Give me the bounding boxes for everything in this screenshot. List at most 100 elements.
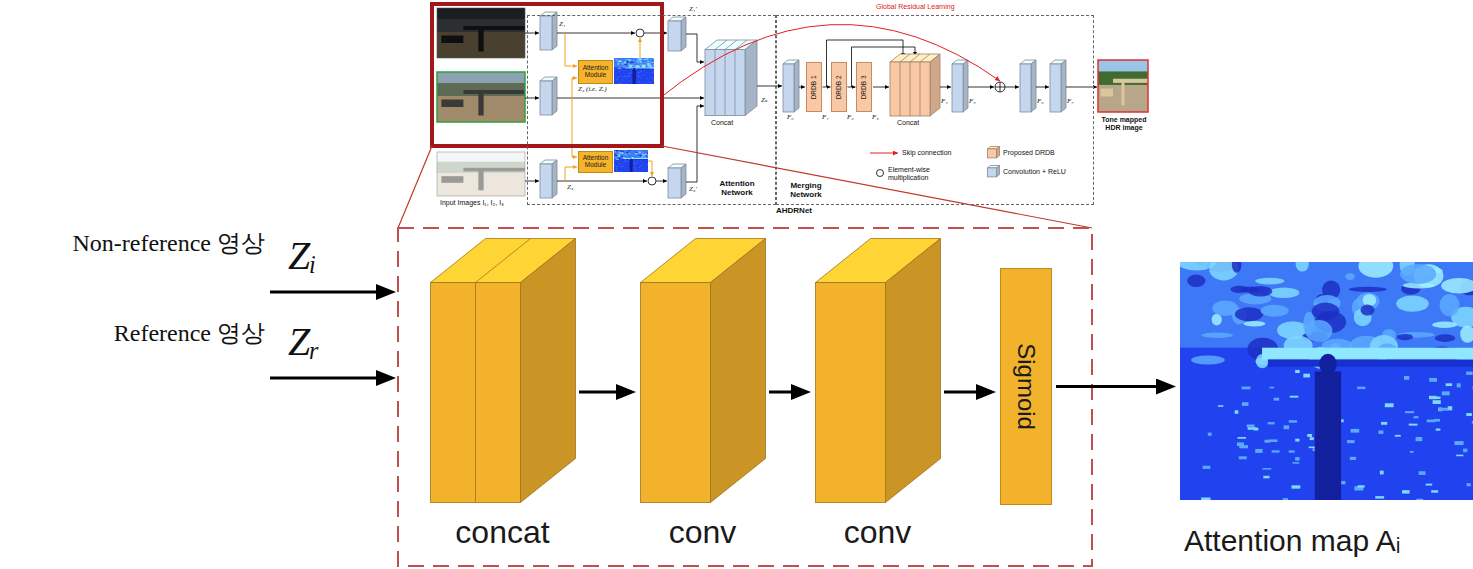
- heat-speck: [634, 163, 635, 164]
- box-front: [668, 21, 681, 51]
- heat-blob: [647, 63, 651, 64]
- heat-speck: [1472, 421, 1473, 424]
- heat-speck: [638, 81, 640, 82]
- attention-input: [572, 78, 577, 98]
- photo-roof: [463, 168, 525, 172]
- heat-blob: [643, 155, 645, 157]
- heat-blob: [633, 59, 635, 61]
- heat-speck: [639, 170, 641, 171]
- heat-speck: [616, 170, 618, 171]
- heat-speck: [646, 163, 648, 164]
- photo-roof: [1113, 79, 1148, 83]
- heat-blob: [641, 151, 642, 153]
- heat-speck: [635, 163, 637, 164]
- label-box: F₁: [822, 114, 829, 122]
- conv-block: [540, 77, 557, 115]
- block-shape: [430, 238, 575, 503]
- box-front: [540, 16, 552, 50]
- heat-blob: [645, 62, 648, 63]
- feature-name: F₂: [847, 113, 854, 121]
- heat-blob: [627, 60, 629, 62]
- heat-speck: [623, 165, 625, 166]
- wire: [557, 181, 647, 182]
- heat-speck: [618, 83, 620, 84]
- box-side: [930, 54, 940, 116]
- label-box: Non-reference 영상: [72, 230, 265, 256]
- heat-speck: [621, 70, 623, 71]
- slice-line: [735, 40, 747, 116]
- heat-speck: [1208, 433, 1212, 436]
- signal-name: Zᵣ: [288, 319, 320, 364]
- heat-speck: [626, 161, 628, 162]
- heat-blob: [615, 59, 618, 61]
- label-box: Z₃: [567, 184, 573, 192]
- heat-speck: [628, 81, 630, 82]
- heat-blob: [617, 154, 619, 155]
- input-arrow: [525, 33, 539, 34]
- heat-head: [1319, 354, 1337, 375]
- heat-speck: [1466, 372, 1472, 375]
- photo-border: [437, 8, 525, 58]
- heat-speck: [620, 74, 622, 75]
- label-box: Z₃': [689, 186, 697, 194]
- box-front: [540, 164, 552, 198]
- photo-roof: [463, 90, 525, 94]
- heat-blob: [1232, 262, 1242, 273]
- heat-person: [632, 70, 636, 84]
- heat-speck: [618, 166, 620, 167]
- heat-speck: [639, 78, 641, 79]
- input-caption: Input Images I₁, I₂, I₃: [440, 199, 504, 206]
- signal-name: Zᵢ: [288, 233, 317, 278]
- heat-blob: [637, 151, 640, 152]
- heat-speck: [1375, 496, 1384, 498]
- label-box: Global Residual Learning: [876, 3, 955, 11]
- heat-speck: [621, 79, 622, 80]
- heat-speck: [648, 81, 649, 82]
- heat-blob: [624, 151, 625, 153]
- input-arrow: [525, 181, 539, 182]
- signal-name: Z₂ (i.e. Zᵣ): [578, 85, 607, 93]
- heat-blob: [646, 154, 648, 156]
- wire: [557, 33, 635, 34]
- box-front: [988, 149, 997, 158]
- heat-speck: [622, 76, 623, 77]
- photo-roof: [463, 26, 525, 30]
- wire: [686, 34, 704, 62]
- heat-blob: [631, 62, 635, 64]
- node-text: Sigmoid: [1013, 343, 1038, 430]
- wire: [1066, 87, 1097, 88]
- heat-speck: [618, 71, 620, 72]
- heat-speck: [1419, 471, 1426, 475]
- heat-blob: [617, 62, 619, 64]
- heat-speck: [1380, 471, 1384, 475]
- heat-speck: [633, 171, 635, 172]
- heat-blob: [615, 58, 619, 59]
- heat-blob: [638, 58, 643, 60]
- box-front: [1050, 64, 1061, 112]
- block-shape: [640, 238, 765, 503]
- heat-speck: [630, 72, 631, 73]
- heat-speck: [616, 169, 618, 170]
- heat-speck: [1429, 378, 1437, 382]
- layer-block: conv: [640, 238, 765, 550]
- box-side: [997, 166, 1000, 177]
- heat-speck: [1405, 411, 1414, 413]
- heat-speck: [626, 70, 628, 71]
- heat-speck: [619, 73, 621, 74]
- heat-speck: [641, 75, 643, 76]
- heat-speck: [616, 166, 618, 167]
- heat-blob: [639, 155, 642, 157]
- heat-speck: [620, 162, 622, 163]
- photo-car: [441, 100, 463, 108]
- heat-speck: [1351, 429, 1360, 433]
- feature-name: F₇: [1067, 97, 1074, 105]
- label-box: Z₂ (i.e. Zᵣ): [578, 86, 607, 94]
- heat-speck: [1238, 500, 1243, 501]
- heat-blob: [621, 152, 622, 153]
- heat-head: [630, 158, 632, 160]
- block-label-box: conv: [640, 515, 765, 550]
- box-front: [641, 283, 711, 503]
- photo: [437, 8, 525, 58]
- photo: [437, 72, 525, 122]
- heat-speck: [1253, 428, 1258, 431]
